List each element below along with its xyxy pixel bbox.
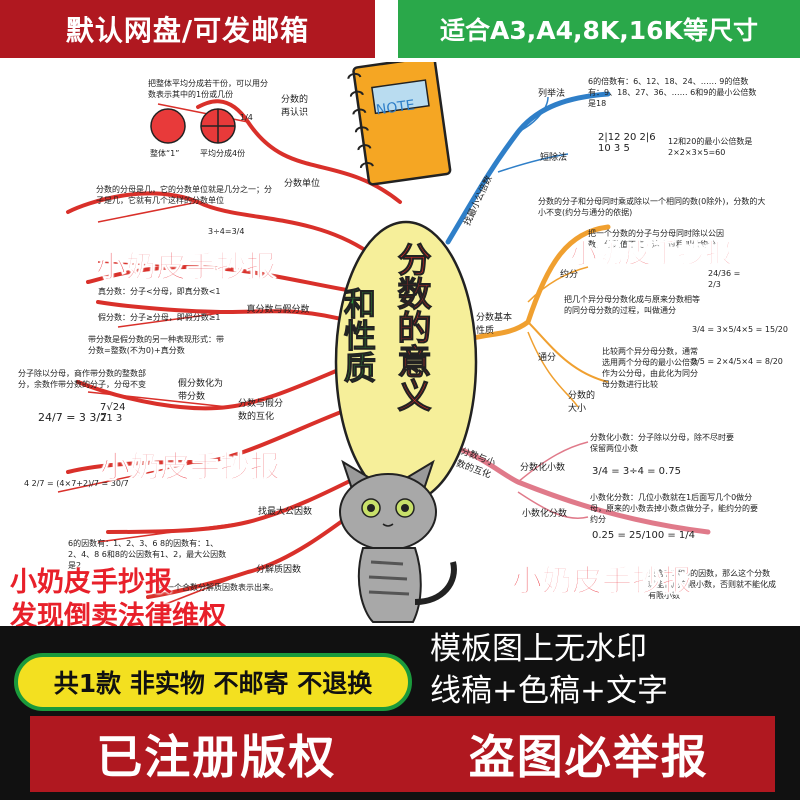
text-ex1: 24/7 = 3 3/7 [38,411,108,424]
label-gcd: 找最大公因数 [258,507,313,517]
footer-note-1: 模板图上无水印 [430,631,647,667]
poster-subtitle: 和性质 [339,287,378,384]
text-common: 把几个异分母分数化成与原来分数相等的同分母分数的过程，叫做通分 [564,295,700,315]
text-short-res: 12和20的最小公倍数是2×2×3×5=60 [668,137,753,157]
text-common-ex2: 2/5 = 2×4/5×4 = 8/20 [692,357,783,366]
text-f2d: 分数化小数：分子除以分母，除不尽时要保留两位小数 [590,433,734,453]
branch-unit [66,191,370,254]
header-left-banner: 默认网盘/可发邮箱 [0,0,375,58]
text-lcm-list: 6的倍数有：6、12、18、24、…… 9的倍数有：9、18、27、36、…… … [588,77,757,108]
text-mixed: 带分数是假分数的另一种表现形式：带分数=整数(不为0)+真分数 [88,335,224,355]
label-list: 列举法 [538,89,566,99]
text-reduce: 把一个分数的分子与分母同时除以公因数，分数值不变，这个过程叫做约分 [588,229,724,249]
text-common-ex1: 3/4 = 3×5/4×5 = 15/20 [692,325,788,334]
text-d2f: 小数化分数：几位小数就在1后面写几个0做分母，原来的小数去掉小数点做分子，能约分… [590,493,758,524]
branch-convert [66,400,370,474]
branch-lcm [445,91,611,245]
watermark-3: 小奶皮手抄报 [570,239,733,271]
label-d2f: 小数化分数 [522,509,568,519]
text-ex3: 4 2/7 = (4×7+2)/7 = 30/7 [24,479,129,488]
text-d2f-ex: 0.25 = 25/100 = 1/4 [592,530,696,541]
watermark-2: 小奶皮手抄报 [100,450,281,486]
label-unit: 分数单位 [284,179,321,189]
footer-right-notes: 模板图上无水印 线稿+色稿+文字 [430,628,668,712]
text-division-eq: 3÷4=3/4 [208,227,245,236]
text-gcd: 6的因数有：1、2、3、6 8的因数有：1、2、4、8 6和8的公因数有1、2，… [68,539,227,570]
text-ex2: 7√24 21 3 [100,402,126,424]
label-mixed: 假分数化为带分数 [178,379,224,402]
label-short: 短除法 [540,153,568,163]
label-compare: 分数的大小 [568,391,596,414]
header-right-banner: 适合A3,A4,8K,16K等尺寸 [398,0,800,58]
branch-decimal [435,439,711,535]
mindmap-drawing [57,62,711,623]
label-common: 通分 [538,353,557,363]
poster-title: 分数的意义 [391,242,432,413]
info-pill-text: 共1款 非实物 不邮寄 不退换 [53,669,373,698]
copyright-warning: 小奶皮手抄报 发现倒卖法律维权 [10,566,226,634]
label-convert: 分数与假分数的互化 [238,399,284,422]
text-prime: 把一个合数分解质因数表示出来。 [158,583,278,592]
notebook-icon [347,62,452,186]
label-meaning: 分数的再认识 [281,95,309,118]
label-prime: 分解质因数 [256,565,302,575]
warning-line-1: 小奶皮手抄报 [10,567,172,598]
text-improper: 假分数：分子≥分母，即假分数≥1 [98,313,221,322]
branch-meaning [196,99,402,204]
label-basic: 分数基本性质 [476,313,513,336]
cat-illustration [339,459,457,623]
copyright-right: 盗图必举报 [468,730,709,784]
branch-prime [146,500,370,599]
text-compare: 比较两个异分母分数，通常选用两个分母的最小公倍数作为公分母，由此化为同分母分数进… [602,347,698,389]
label-reduce: 约分 [560,270,579,280]
header-left-text: 默认网盘/可发邮箱 [65,14,310,47]
watermark-1: 小奶皮手抄报 [96,250,277,286]
text-quarter: 平均分成4份 [200,149,246,158]
mindmap-poster: 分数的意义 和性质 NOTE 分数的再认识 分数单位 真分数与假分数 假分数化为… [8,62,792,626]
text-mixed-rule: 分子除以分母，商作带分数的整数部分，余数作带分数的分子，分母不变 [18,369,146,389]
label-f2d: 分数化小数 [520,463,566,473]
text-f2d-ex: 3/4 = 3÷4 = 0.75 [592,466,681,477]
info-pill: 共1款 非实物 不邮寄 不退换 [14,653,412,711]
text-whole: 整体“1” [150,149,180,158]
text-unit: 分数的分母是几，它的分数单位就是几分之一；分子是几，它就有几个这样的分数单位 [96,185,272,205]
text-final: 只含有2和5的因数，那么这个分数就能化成有限小数，否则就不能化成有限小数 [648,569,776,600]
text-meaning: 把整体平均分成若干份，可以用分数表示其中的1份或几份 [148,79,268,99]
text-basic: 分数的分子和分母同时乘或除以一个相同的数(0除外)，分数的大小不变(约分与通分的… [538,197,766,217]
text-short-div: 2|12 20 2|6 10 3 5 [598,132,656,154]
branch-division [86,264,360,294]
footer-note-2: 线稿+色稿+文字 [430,673,668,709]
copyright-left: 已注册版权 [96,730,337,784]
watermark-4: 小奶皮手抄报 [512,564,693,600]
circle-whole [150,108,186,144]
text-reduce-ex: 24/36 = 2/3 [708,269,741,289]
copyright-banner: 已注册版权 盗图必举报 [30,716,775,792]
text-proper: 真分数：分子<分母，即真分数<1 [98,287,221,296]
branch-basic [455,224,611,345]
header-right-text: 适合A3,A4,8K,16K等尺寸 [440,16,758,45]
text-quarter-frac: 1/4 [240,113,253,122]
label-proper: 真分数与假分数 [246,305,310,315]
